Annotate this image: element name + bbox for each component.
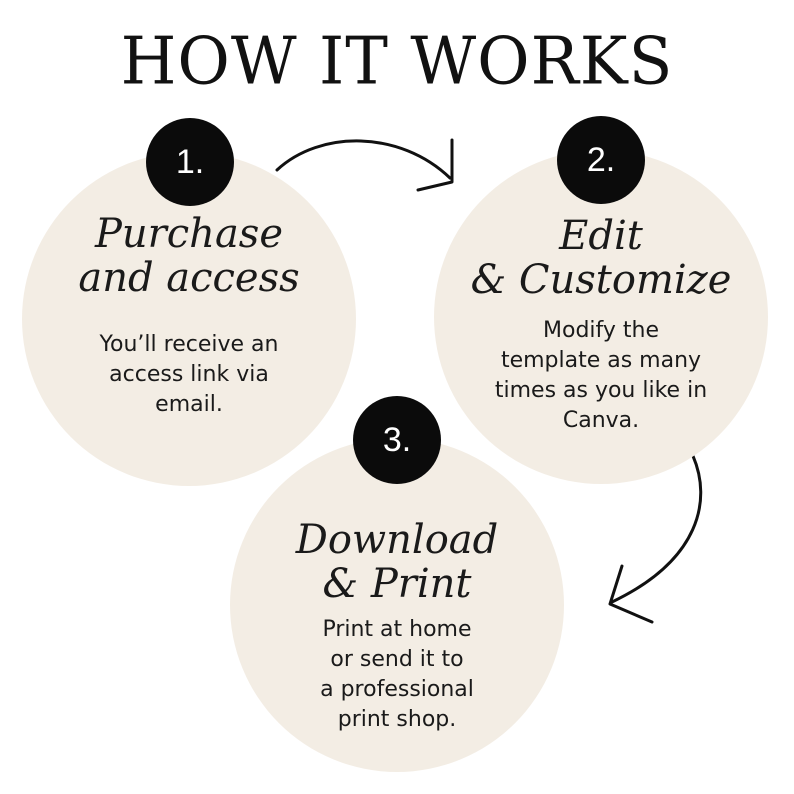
step-3-heading: Download & Print (230, 518, 564, 606)
step-1-circle (22, 152, 356, 486)
page-title: HOW IT WORKS (120, 24, 674, 100)
step-1-description-line-3: email. (155, 392, 223, 417)
step-3-circle (230, 438, 564, 772)
step-2-description: Modify the template as many times as you… (434, 316, 768, 436)
arrow-step2-to-step3 (608, 454, 703, 624)
step-2-number-badge: 2. (557, 116, 645, 204)
step-3-description: Print at home or send it to a profession… (230, 615, 564, 735)
step-3-description-line-4: print shop. (337, 707, 457, 732)
step-3-description-line-3: a professional (320, 677, 474, 702)
step-1-description-line-1: You’ll receive an (99, 332, 279, 357)
step-3-description-line-2: or send it to (330, 647, 464, 672)
step-1-number-badge: 1. (146, 118, 234, 206)
step-2-heading: Edit & Customize (434, 214, 768, 302)
step-1-heading-line-2: and access (78, 255, 300, 301)
step-1-description: You’ll receive an access link via email. (22, 330, 356, 420)
step-3-number-badge: 3. (353, 396, 441, 484)
step-2-description-line-4: Canva. (562, 408, 640, 433)
arrow-step1-to-step2 (275, 138, 454, 192)
step-2-description-line-3: times as you like in (494, 378, 708, 403)
step-2-heading-line-2: & Customize (470, 257, 732, 303)
step-1-heading-line-1: Purchase (94, 211, 283, 257)
step-2-description-line-2: template as many (500, 348, 702, 373)
step-3-description-line-1: Print at home (322, 617, 472, 642)
step-1-description-line-2: access link via (109, 362, 269, 387)
step-2-circle (434, 150, 768, 484)
step-1-heading: Purchase and access (22, 212, 356, 300)
step-3-heading-line-1: Download (295, 517, 499, 563)
step-3-heading-line-2: & Print (322, 561, 472, 607)
step-2-description-line-1: Modify the (543, 318, 659, 343)
step-2-heading-line-1: Edit (559, 213, 643, 259)
